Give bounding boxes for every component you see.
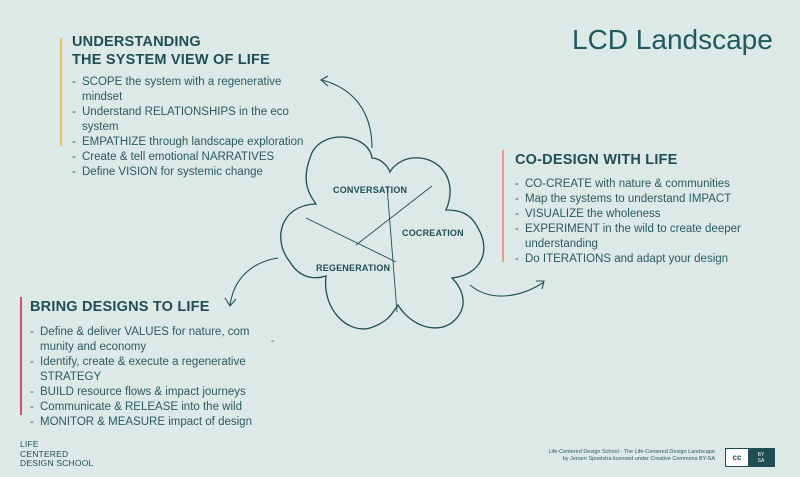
arrow-to-codesign-head [536, 280, 545, 290]
cc-icon: cc [732, 453, 742, 462]
arrow-to-understanding [321, 79, 373, 149]
understanding-heading-line1: UNDERSTANDING [72, 34, 201, 50]
credit-line: Life-Centered Design School - The Life-C… [548, 449, 715, 455]
bring-item: Communicate & RELEASE into the wild [30, 400, 275, 415]
understanding-section: UNDERSTANDING THE SYSTEM VIEW OF LIFE SC… [72, 33, 322, 180]
codesign-list: CO-CREATE with nature & communities Map … [515, 177, 760, 267]
school-logo: LIFE CENTERED DESIGN SCHOOL [20, 439, 94, 469]
arrow-to-understanding-head [320, 75, 329, 87]
arrow-to-bring [229, 257, 279, 306]
codesign-heading: CO-DESIGN WITH LIFE [515, 152, 678, 168]
codesign-item: EXPERIMENT in the wild to create deeper … [515, 222, 763, 252]
codesign-item: Do ITERATIONS and adapt your design [515, 252, 760, 267]
by-sa-icons: BY SA [748, 449, 774, 466]
codesign-item: VISUALIZE the wholeness [515, 207, 760, 222]
bring-item: Define & deliver VALUES for nature, com … [30, 325, 280, 355]
bring-heading: BRING DESIGNS TO LIFE [30, 299, 210, 315]
codesign-section: CO-DESIGN WITH LIFE CO-CREATE with natur… [515, 151, 760, 267]
stray-dash: - [271, 336, 275, 347]
cc-by-sa-badge: cc BY SA [725, 448, 775, 467]
by-label: BY [757, 451, 765, 458]
logo-line: LIFE [20, 439, 39, 449]
bring-accent-bar [20, 297, 22, 415]
understanding-item: SCOPE the system with a regenerative min… [72, 75, 297, 105]
sa-label: SA [757, 457, 765, 464]
label-conversation: CONVERSATION [333, 185, 407, 195]
understanding-item: Create & tell emotional NARRATIVES [72, 150, 322, 165]
understanding-list: SCOPE the system with a regenerative min… [72, 75, 322, 180]
codesign-item: Map the systems to understand IMPACT [515, 192, 760, 207]
logo-line: CENTERED [20, 448, 69, 459]
flower-divider-3 [386, 185, 398, 313]
arrow-to-codesign [469, 281, 545, 297]
credit-line: by Jeroen Spoelstra licensed under Creat… [562, 456, 715, 462]
bring-section: BRING DESIGNS TO LIFE Define & deliver V… [30, 298, 275, 430]
page-title: LCD Landscape [572, 24, 773, 55]
logo-line: DESIGN SCHOOL [20, 458, 94, 468]
bring-item: MONITOR & MEASURE impact of design [30, 415, 275, 430]
understanding-item: EMPATHIZE through landscape exploration [72, 135, 322, 150]
label-cocreation: COCREATION [402, 228, 464, 238]
arrow-to-bring-head [224, 297, 237, 307]
flower-divider-1 [355, 185, 433, 246]
bring-list: Define & deliver VALUES for nature, com … [30, 325, 275, 430]
flower-outline [280, 136, 485, 330]
codesign-item: CO-CREATE with nature & communities [515, 177, 760, 192]
license-credit: Life-Centered Design School - The Life-C… [530, 449, 715, 463]
bring-item: Identify, create & execute a regenerativ… [30, 355, 275, 385]
codesign-accent-bar [502, 150, 504, 262]
flower-divider-2 [305, 217, 397, 263]
understanding-heading-line2: THE SYSTEM VIEW OF LIFE [72, 52, 270, 68]
bring-item: BUILD resource flows & impact journeys [30, 385, 275, 400]
understanding-accent-bar [60, 38, 62, 146]
label-regeneration: REGENERATION [316, 263, 390, 273]
understanding-item: Understand RELATIONSHIPS in the eco syst… [72, 105, 317, 135]
understanding-item: Define VISION for systemic change [72, 165, 322, 180]
